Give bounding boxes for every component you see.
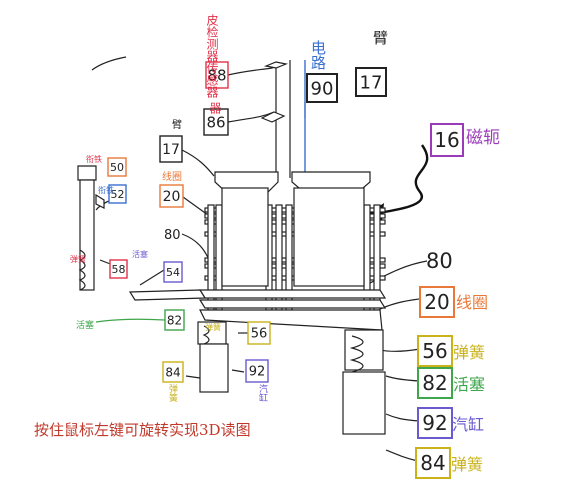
tag-box	[430, 123, 464, 157]
tag-box	[159, 135, 183, 163]
tag-number: 17	[162, 142, 180, 158]
tag-number: 56	[251, 327, 268, 342]
tag-box	[415, 447, 451, 479]
tag-number: 20	[163, 189, 181, 205]
tag-box	[417, 367, 453, 399]
label-arm-top: 臂	[373, 29, 388, 47]
tag-t16: 16	[430, 123, 464, 157]
tag-box	[306, 73, 338, 103]
tag-box	[419, 286, 455, 318]
tag-t20right: 20	[419, 286, 455, 318]
tag-t58: 58	[109, 259, 128, 279]
tag-t52: 52	[108, 184, 127, 204]
label-small-56: 弹簧	[205, 322, 221, 332]
tag-number: 82	[167, 313, 182, 327]
tag-number: 56	[422, 339, 447, 363]
tag-t17left: 17	[159, 135, 183, 163]
tag-box	[205, 61, 229, 89]
tag-t86: 86	[203, 108, 229, 136]
label-small-50: 衔铁	[86, 154, 102, 164]
tag-number: 84	[165, 365, 180, 379]
tag-t92left: 92	[245, 359, 269, 383]
tag-box	[159, 184, 184, 208]
label-small-54: 活塞	[132, 249, 148, 259]
label-sensor: 皮检测器传感器	[205, 14, 219, 99]
label-small-52: 衔铁	[98, 185, 114, 195]
tag-t56left: 56	[247, 321, 271, 345]
label-sensor-lower: 器	[208, 102, 222, 115]
tag-t84right: 84	[415, 447, 451, 479]
tag-t92right: 92	[417, 407, 453, 439]
tag-number: 54	[166, 266, 180, 279]
tag-number: 20	[424, 290, 449, 314]
label-yoke: 磁轭	[466, 128, 500, 148]
tag-number: 88	[207, 66, 226, 84]
tag-box	[164, 309, 185, 331]
number-tags: 88 86 90 17 16 17 20 50 52 58 54 82 56 84 92 20 56 82 92 84	[107, 61, 464, 479]
number-80-left: 80	[164, 228, 181, 243]
tag-t50: 50	[107, 157, 127, 177]
tag-t17top: 17	[355, 67, 387, 97]
tag-t20left: 20	[159, 184, 184, 208]
tag-number: 92	[422, 411, 447, 435]
label-coil-left: 线圈	[162, 170, 182, 183]
tag-box	[245, 359, 269, 383]
label-piston-left: 活塞	[76, 319, 94, 331]
tag-box	[247, 321, 271, 345]
tag-number: 90	[311, 78, 334, 99]
label-cylinder-left: 汽缸	[257, 383, 268, 402]
tag-box	[417, 335, 453, 367]
label-cylinder-right: 汽缸	[452, 415, 484, 434]
label-spring-left-84: 弹簧	[167, 383, 178, 403]
tag-number: 17	[360, 72, 383, 93]
tag-box	[417, 407, 453, 439]
tag-box	[109, 259, 128, 279]
tag-number: 82	[422, 371, 447, 395]
tag-t88: 88	[205, 61, 229, 89]
plain-numbers: 80 80	[164, 228, 453, 273]
relay-assembly	[77, 60, 387, 435]
label-spring-right-56: 弹簧	[453, 343, 485, 362]
tag-number: 86	[206, 113, 225, 131]
tag-box	[107, 157, 127, 177]
tag-number: 50	[110, 161, 124, 174]
number-80-right: 80	[426, 249, 453, 273]
caption: 按住鼠标左键可旋转实现3D读图	[34, 421, 251, 439]
tag-t82left: 82	[164, 309, 185, 331]
tag-t84left: 84	[162, 361, 184, 383]
tag-t82right: 82	[417, 367, 453, 399]
tag-box	[163, 261, 183, 283]
label-coil-right: 线圈	[456, 293, 488, 312]
tag-t54: 54	[163, 261, 183, 283]
tag-number: 92	[249, 365, 266, 380]
tag-number: 52	[111, 188, 125, 201]
tag-box	[203, 108, 229, 136]
label-arm-left: 臂	[172, 118, 182, 131]
tag-box	[108, 184, 127, 204]
label-circuit: 电路	[309, 40, 327, 70]
tag-t56right: 56	[417, 335, 453, 367]
label-piston-right: 活塞	[453, 375, 485, 394]
label-spring-right-84: 弹簧	[451, 455, 483, 474]
text-labels: 皮检测器传感器 器 电路 臂 磁轭 臂 线圈 线圈 弹簧 活塞 汽缸 弹簧 活塞…	[70, 14, 500, 474]
tag-number: 58	[112, 263, 126, 276]
label-small-58: 弹簧	[70, 254, 86, 264]
tag-number: 84	[420, 451, 445, 475]
tag-number: 16	[434, 128, 459, 152]
tag-box	[162, 361, 184, 383]
tag-box	[355, 67, 387, 97]
tag-t90: 90	[306, 73, 338, 103]
